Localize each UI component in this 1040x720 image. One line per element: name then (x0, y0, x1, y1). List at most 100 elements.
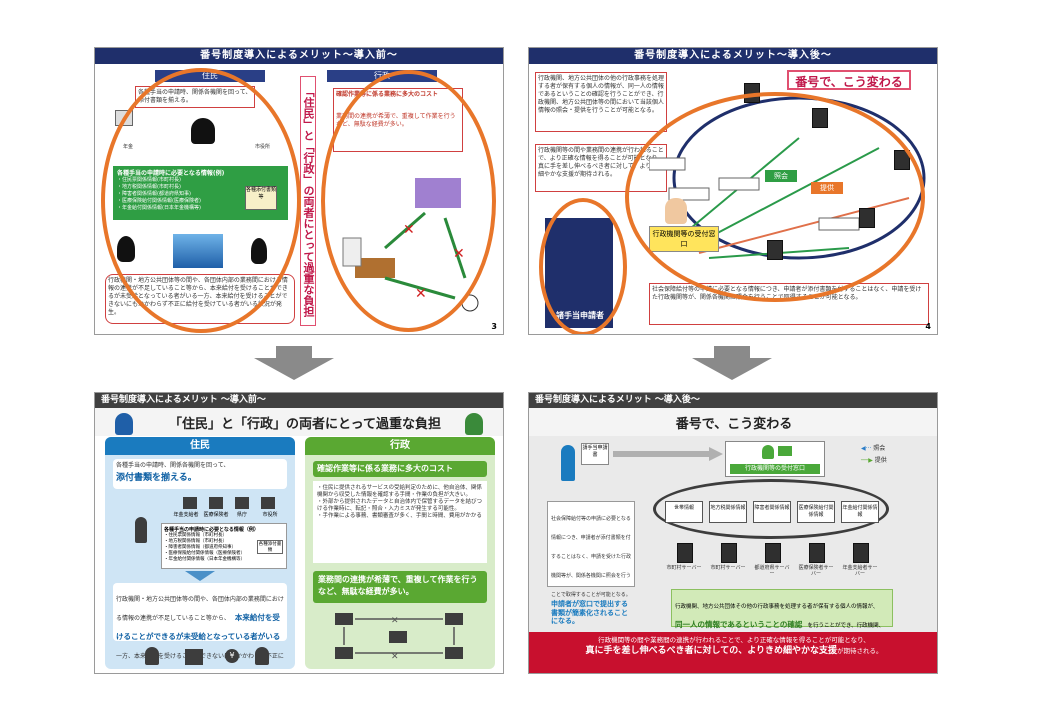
blocked-x-icon: ✕ (391, 616, 399, 626)
down-arrow-right (692, 346, 772, 380)
person-icon (255, 647, 269, 665)
slide1-page-number: 3 (491, 322, 497, 331)
red-footer: 行政機関等の間や業務間の連携が行われることで、より正確な情報を得ることが可能とな… (529, 632, 937, 673)
building-icon (183, 497, 197, 509)
category-box: 医療保険給付関係情報 (797, 501, 835, 523)
server-icon (809, 543, 825, 563)
left-text: 社会保障給付等の申請に必要となる情報につき、申請者が添付書類を付することはなく、… (551, 516, 632, 598)
computer-icon (335, 647, 353, 659)
gov-panel-title: 行政 (305, 437, 495, 455)
gov-highlight-oval (321, 70, 496, 332)
network-highlight-oval (625, 92, 925, 302)
slide2-page-number: 4 (925, 322, 931, 331)
applicant-icon (561, 445, 575, 481)
resident-panel: 住民 各種手当の申請時、関係各機関を回って、 添付書類を揃える。 年金支給者 医… (105, 437, 295, 669)
network-ring (653, 479, 889, 539)
red-emph: 真に手を差し伸べるべき者に対しての、よりきめ細やかな支援 (585, 646, 838, 656)
legend-provide: ──▶ 提供 (861, 455, 887, 464)
slide-after-original: 番号制度導入によるメリット～導入後～ 番号で、こう変わる 行政機関、地方公共団体… (528, 47, 938, 335)
left-text-box: 社会保障給付等の申請に必要となる情報につき、申請者が添付書類を付することはなく、… (547, 501, 635, 625)
agency-label: 県庁 (236, 512, 247, 518)
resident-emph: 添付書類を揃える。 (116, 473, 197, 483)
slide-before-original: 番号制度導入によるメリット～導入前～ 住民 行政 各種手当の申請時、関係各機関を… (94, 47, 504, 335)
agency-label: 年金支給者 (173, 512, 199, 518)
submit-arrow (613, 447, 723, 461)
computer-icon (445, 613, 463, 625)
gov-bullet: ・外部から提供されたデータと自治体内で保管するデータを結びつける作業時に、転記・… (317, 499, 483, 512)
counter-box: 行政機関等の受付窓口 (725, 441, 825, 477)
category-box: 年金給付関係情報 (841, 501, 879, 523)
resident-panel-title: 住民 (105, 437, 295, 455)
agency-label: 市役所 (262, 512, 278, 518)
gov-box2: 業務間の連携が希薄で、重複して作業を行うなど、無駄な経費が多い。 (313, 571, 487, 603)
gov-workflow-diagram: ✕ ✕ (335, 613, 463, 662)
resident-bottom-box: 行政機関・地方公共団体等の間や、各団体内部の業務間における情報の連携が不足してい… (113, 583, 287, 660)
category-box: 障害者関係情報 (753, 501, 791, 523)
officer-person-icon (465, 413, 483, 435)
building-icon (235, 497, 249, 509)
doc-title: 各種手当の申請時に必要となる情報（例） (164, 527, 259, 533)
doc-item: ・医療保険給付関係情報（医療保険者） (164, 551, 245, 556)
computer-icon (335, 613, 353, 625)
gov-panel: 行政 確認作業等に係る業務に多大のコスト ・住民に提供されるサービスの受給判定の… (305, 437, 495, 669)
query-arrow-icon: ◀··· (861, 445, 872, 452)
resident-bottom2: 本来給付を受けることができるが未受給となっている者がいる (116, 613, 281, 641)
server-icon (677, 543, 693, 563)
slide1-vertical-banner: 「住民」と「行政」の両者にとって過重な負担 (300, 76, 316, 326)
building-icon (261, 497, 275, 509)
applicant-doc: 請手当申請書 (581, 443, 609, 465)
server-label: 市町村サーバー (666, 565, 702, 571)
yen-coin-icon: ¥ (225, 649, 239, 663)
doc-list-box: 各種手当の申請時に必要となる情報（例） ・住民票関係情報（市町村長） ・地方税関… (161, 523, 287, 569)
doc-item: ・住民票関係情報（市町村長） (164, 533, 227, 538)
category-box: 地方税関係情報 (709, 501, 747, 523)
slide4-title: 番号で、こう変わる (675, 417, 793, 432)
server-label: 年金支給者サーバー (842, 565, 878, 577)
legend-query-label: 照会 (873, 445, 886, 452)
resident-intro: 各種手当の申請時、関係各機関を回って、 (116, 462, 230, 469)
slide2-header: 番号制度導入によるメリット～導入後～ (529, 48, 937, 64)
server-label: 医療保険者サーバー (798, 565, 834, 577)
walking-person-icon (135, 517, 147, 543)
resident-person-icon (115, 413, 133, 435)
server-icon (853, 543, 869, 563)
left-emph: 申請者が窓口で提出する書類が簡素化されることになる。 (551, 600, 628, 625)
green-box: 行政機関、地方公共団体その他の行政事務を処理する者が保有する個人の情報が、 同一… (671, 589, 893, 648)
slide4-title-band (529, 408, 937, 436)
doc-item: ・障害者関係情報（都道府県知事） (164, 545, 236, 550)
clerk-icon (762, 445, 774, 459)
slide3-title: 「住民」と「行政」の両者にとって過重な負担 (169, 417, 441, 432)
building-icon (209, 497, 223, 509)
doc-item: ・地方税関係情報（市町村長） (164, 539, 227, 544)
slide-before-redesign: 番号制度導入によるメリット ～導入前～ 「住民」と「行政」の両者にとって過重な負… (94, 392, 504, 674)
computer-icon (778, 446, 792, 456)
person-icon (145, 647, 159, 665)
computer-icon (445, 647, 463, 659)
down-triangle-icon (185, 571, 215, 581)
counter-label: 行政機関等の受付窓口 (730, 464, 820, 474)
green-emph: 同一人の情報であるということの確認 (675, 620, 803, 629)
provide-arrow-icon: ──▶ (861, 457, 873, 464)
building-icon (185, 649, 203, 665)
category-box: 世帯情報 (665, 501, 703, 523)
gov-bullets: ・住民に提供されるサービスの受給判定のために、他自治体、関係機関から収受した情報… (313, 481, 487, 563)
down-arrow-left (254, 346, 334, 380)
red-text2: が期待される。 (837, 647, 883, 655)
attach-label: 各種添付書類 (257, 540, 283, 554)
green-text1: 行政機関、地方公共団体その他の行政事務を処理する者が保有する個人の情報が、 (675, 604, 879, 610)
red-text1: 行政機関等の間や業務間の連携が行われることで、より正確な情報を得ることが可能とな… (598, 636, 870, 644)
gov-bullet: ・住民に提供されるサービスの受給判定のために、他自治体、関係機関から収受した情報… (317, 485, 482, 498)
computer-icon (389, 631, 407, 643)
resident-bottom1: 行政機関・地方公共団体等の間や、各団体内部の業務間における情報の連携が不足してい… (116, 596, 284, 622)
slide4-header: 番号制度導入によるメリット ～導入後～ (529, 393, 937, 408)
resident-highlight-oval (101, 68, 301, 333)
server-label: 都道府県サーバー (754, 565, 790, 577)
server-icon (765, 543, 781, 563)
gov-box1: 確認作業等に係る業務に多大のコスト (313, 461, 487, 477)
blocked-x-icon: ✕ (391, 652, 399, 662)
legend-query: ◀··· 照会 (861, 443, 885, 452)
doc-item: ・年金給付関係情報（日本年金機構等） (164, 557, 245, 562)
slide2-banner: 番号で、こう変わる (787, 70, 911, 90)
slide3-title-band (95, 408, 503, 436)
server-label: 市町村サーバー (710, 565, 746, 571)
